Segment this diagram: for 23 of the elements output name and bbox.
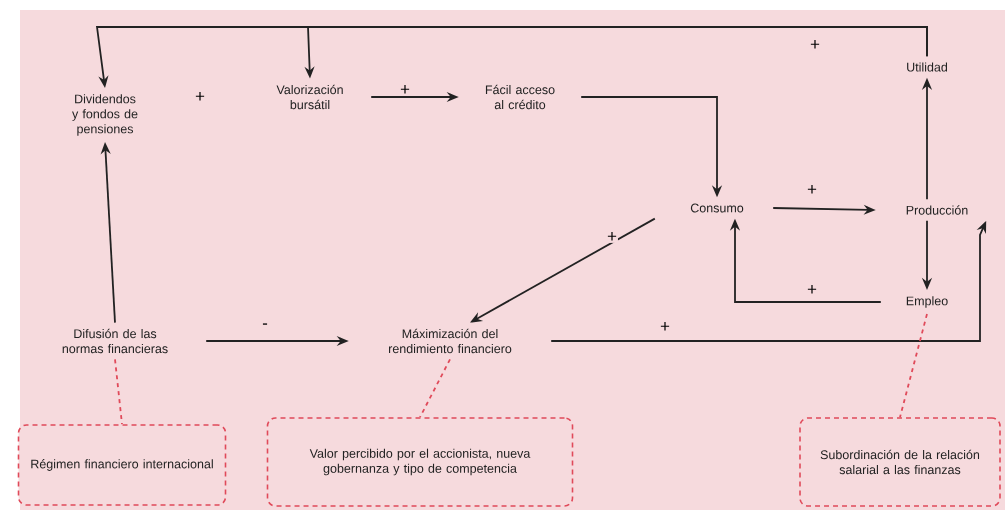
- dashed-box: Valor percibido por el accionista, nueva gobernanza y tipo de competencia: [266, 417, 574, 507]
- dashed-line: [899, 313, 928, 419]
- edge-label: +: [606, 231, 618, 243]
- dashed-line: [419, 358, 451, 419]
- node-label: Empleo: [906, 296, 948, 308]
- dashed-box: Régimen financiero internacional: [17, 424, 227, 506]
- edge-label: +: [806, 284, 818, 296]
- dashed-box: Subordinación de la relación salarial a las finanzas: [799, 417, 1001, 507]
- node-label: Fácil acceso al crédito: [485, 84, 555, 110]
- dashed-line: [114, 358, 123, 426]
- edge-label: +: [399, 84, 411, 96]
- sign-label: +: [195, 92, 205, 101]
- edge-label: -: [261, 322, 269, 330]
- node-label: Valorización bursátil: [276, 84, 343, 110]
- node-label: Utilidad: [907, 62, 948, 72]
- edge-label: +: [806, 184, 818, 196]
- edge-label: +: [659, 321, 671, 333]
- node-label: Máximización del rendimiento financiero: [389, 328, 512, 354]
- node-label: Difusión de las normas financieras: [62, 328, 168, 354]
- node-label: Producción: [906, 205, 968, 215]
- node-label: Consumo: [690, 203, 744, 213]
- node-label: Dividendos y fondos de pensiones: [72, 94, 138, 136]
- edge-label: +: [809, 39, 821, 51]
